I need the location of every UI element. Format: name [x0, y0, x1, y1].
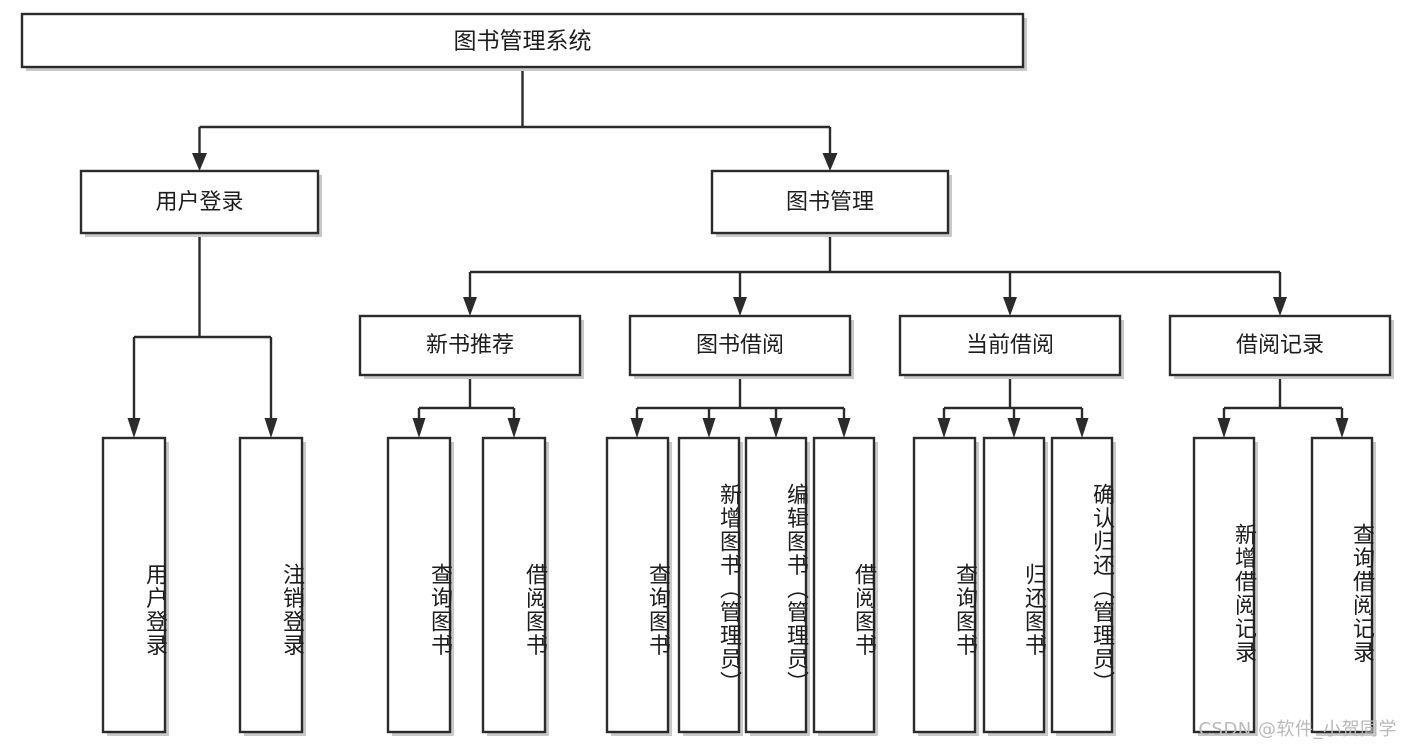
- node-user-login-box[interactable]: [79, 169, 320, 235]
- arrow-head-leaf-query-book-current: [937, 418, 951, 438]
- node-leaf-confirm-return[interactable]: [1050, 436, 1116, 736]
- node-borrow-record[interactable]: 借阅记录: [1168, 314, 1394, 379]
- node-leaf-user-login[interactable]: [101, 436, 169, 736]
- node-leaf-logout-box[interactable]: [238, 436, 304, 734]
- node-leaf-borrow-book[interactable]: [812, 436, 878, 736]
- node-leaf-query-book-rec-box[interactable]: [386, 436, 452, 734]
- arrow-head-book-borrow: [733, 297, 747, 316]
- node-borrow-record-label: 借阅记录: [1236, 333, 1324, 358]
- arrow-head-leaf-edit-book: [769, 418, 783, 438]
- node-book-manage-box[interactable]: [710, 169, 950, 235]
- node-book-borrow-label: 图书借阅: [696, 333, 784, 358]
- arrow-head-leaf-return-book: [1007, 418, 1021, 438]
- arrow-head-leaf-confirm-return: [1075, 418, 1089, 438]
- node-leaf-user-login-box[interactable]: [101, 436, 167, 734]
- node-leaf-edit-book[interactable]: [744, 436, 810, 736]
- node-root[interactable]: 图书管理系统: [20, 12, 1027, 71]
- node-new-book-rec-box[interactable]: [358, 314, 582, 377]
- node-leaf-query-borrow-record-box[interactable]: [1310, 436, 1374, 734]
- arrow-head-new-book-rec: [463, 297, 477, 316]
- node-leaf-borrow-book-box[interactable]: [812, 436, 876, 734]
- node-new-book-rec[interactable]: 新书推荐: [358, 314, 584, 379]
- arrow-head-leaf-user-login: [127, 418, 141, 438]
- node-leaf-edit-book-box[interactable]: [744, 436, 808, 734]
- arrow-head-book-manage: [822, 153, 838, 171]
- arrow-head-current-borrow: [1003, 297, 1017, 316]
- csdn-watermark: CSDN @软件_小贺同学: [1198, 719, 1397, 740]
- node-user-login-label: 用户登录: [155, 190, 243, 215]
- node-current-borrow[interactable]: 当前借阅: [898, 314, 1124, 379]
- node-borrow-record-box[interactable]: [1168, 314, 1392, 377]
- node-leaf-add-book-box[interactable]: [677, 436, 741, 734]
- node-book-borrow[interactable]: 图书借阅: [628, 314, 854, 379]
- node-leaf-borrow-book-rec-box[interactable]: [481, 436, 547, 734]
- arrow-head-leaf-query-book-rec: [412, 418, 426, 438]
- node-leaf-add-borrow-record-box[interactable]: [1192, 436, 1256, 734]
- node-root-box[interactable]: [20, 12, 1025, 69]
- arrow-head-leaf-borrow-book: [837, 418, 851, 438]
- node-leaf-logout[interactable]: [238, 436, 306, 736]
- node-user-login[interactable]: 用户登录: [79, 169, 322, 237]
- node-current-borrow-label: 当前借阅: [966, 333, 1054, 358]
- node-leaf-query-book-borrow-box[interactable]: [605, 436, 670, 734]
- node-book-manage-label: 图书管理: [786, 190, 874, 215]
- node-book-borrow-box[interactable]: [628, 314, 852, 377]
- arrow-head-leaf-logout: [264, 418, 278, 438]
- connector-group: [127, 67, 1349, 438]
- arrow-head-leaf-query-borrow-record: [1335, 418, 1349, 438]
- node-root-label: 图书管理系统: [454, 29, 592, 55]
- node-leaf-return-book[interactable]: [982, 436, 1048, 736]
- node-leaf-add-book[interactable]: [677, 436, 743, 736]
- arrow-head-borrow-record: [1273, 297, 1287, 316]
- node-leaf-query-book-rec[interactable]: [386, 436, 454, 736]
- node-leaf-return-book-box[interactable]: [982, 436, 1046, 734]
- node-leaf-query-borrow-record[interactable]: [1310, 436, 1376, 736]
- arrow-head-user-login: [192, 153, 207, 171]
- leaf-boxes-group: [101, 436, 1376, 736]
- node-leaf-borrow-book-rec[interactable]: [481, 436, 549, 736]
- node-current-borrow-box[interactable]: [898, 314, 1122, 377]
- node-leaf-add-borrow-record[interactable]: [1192, 436, 1258, 736]
- arrow-head-leaf-query-book-borrow: [630, 418, 644, 438]
- node-leaf-query-book-borrow[interactable]: [605, 436, 672, 736]
- node-leaf-query-book-current[interactable]: [912, 436, 979, 736]
- node-leaf-query-book-current-box[interactable]: [912, 436, 977, 734]
- node-book-manage[interactable]: 图书管理: [710, 169, 952, 237]
- arrow-head-leaf-add-book: [702, 418, 716, 438]
- arrow-head-leaf-add-borrow-record: [1217, 418, 1231, 438]
- node-new-book-rec-label: 新书推荐: [426, 333, 514, 358]
- arrow-head-leaf-borrow-book-rec: [507, 418, 521, 438]
- node-leaf-confirm-return-box[interactable]: [1050, 436, 1114, 734]
